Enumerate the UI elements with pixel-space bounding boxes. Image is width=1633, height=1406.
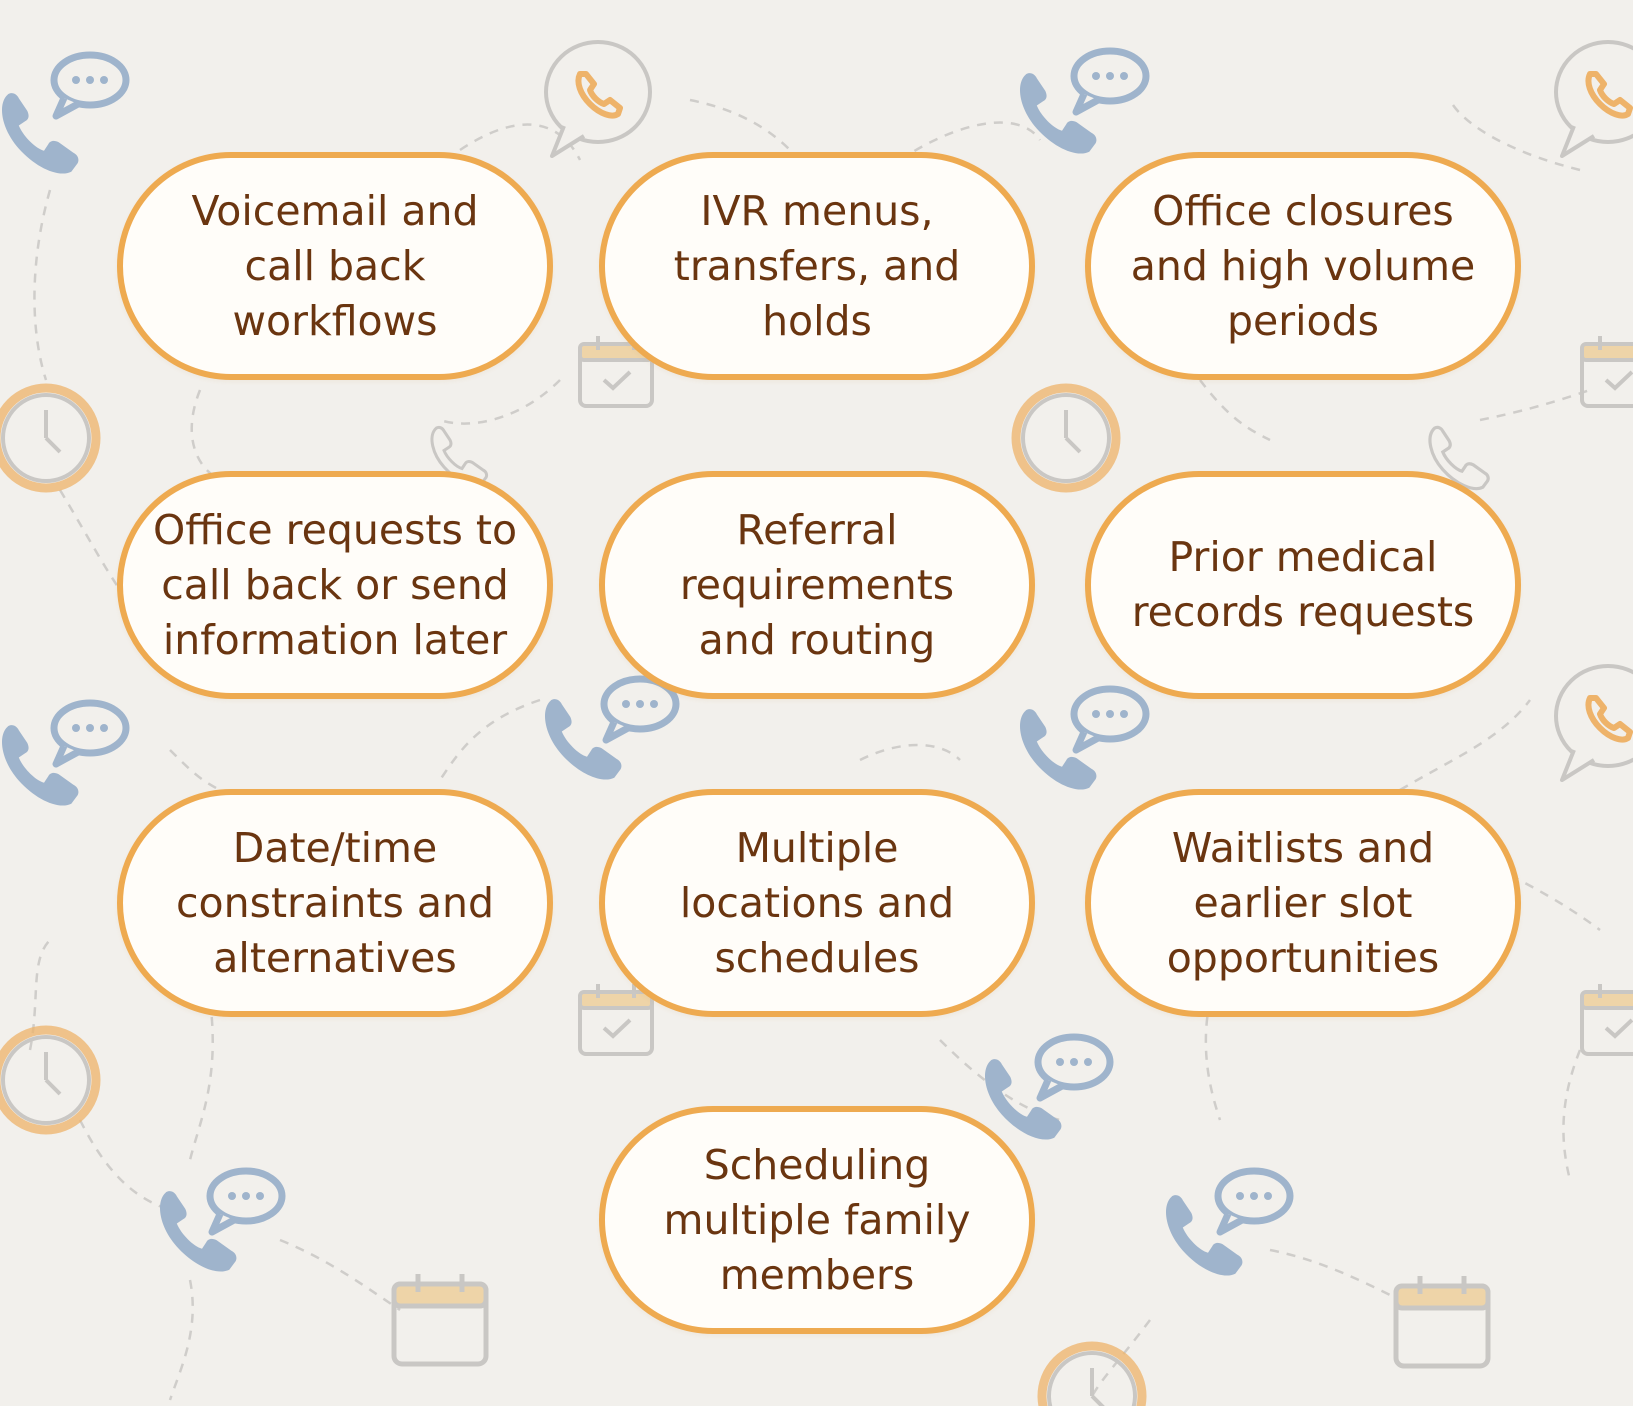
- clock-icon: [1016, 388, 1116, 488]
- phone-chat-icon: [985, 1037, 1110, 1140]
- topic-pill-ivr: IVR menus, transfers, and holds: [599, 152, 1035, 380]
- topic-pill-label: Multiple locations and schedules: [679, 823, 955, 982]
- phone-chat-icon: [1166, 1171, 1290, 1276]
- phone-chat-icon: [1020, 51, 1146, 154]
- topic-pill-prior-records: Prior medical records requests: [1085, 471, 1521, 699]
- topic-pill-referral: Referral requirements and routing: [599, 471, 1035, 699]
- phone-bubble-icon: [1556, 42, 1633, 156]
- phone-bubble-icon: [546, 42, 650, 156]
- phone-chat-icon: [160, 1171, 282, 1272]
- topic-pill-family-members: Scheduling multiple family members: [599, 1106, 1035, 1334]
- topic-pill-label: Office requests to call back or send inf…: [152, 505, 518, 664]
- topic-pill-voicemail: Voicemail and call back workflows: [117, 152, 553, 380]
- phone-chat-icon: [1020, 689, 1146, 790]
- topic-pill-label: Office closures and high volume periods: [1130, 186, 1476, 345]
- topic-pill-waitlists: Waitlists and earlier slot opportunities: [1085, 789, 1521, 1017]
- topic-pill-label: Scheduling multiple family members: [663, 1140, 971, 1299]
- topic-pill-label: Date/time constraints and alternatives: [175, 823, 494, 982]
- topic-pill-label: Referral requirements and routing: [679, 505, 955, 664]
- clock-icon: [0, 1030, 96, 1130]
- calendar-check-icon: [578, 982, 654, 1056]
- topic-pill-date-time: Date/time constraints and alternatives: [117, 789, 553, 1017]
- clock-icon: [1042, 1346, 1142, 1406]
- phone-chat-icon: [2, 703, 126, 806]
- phone-chat-icon: [2, 55, 126, 174]
- topic-pill-office-requests: Office requests to call back or send inf…: [117, 471, 553, 699]
- topic-pill-office-closures: Office closures and high volume periods: [1085, 152, 1521, 380]
- calendar-icon: [394, 1274, 486, 1364]
- clock-icon: [0, 388, 96, 488]
- calendar-check-icon: [1580, 334, 1633, 408]
- topic-pill-label: Waitlists and earlier slot opportunities: [1166, 823, 1440, 982]
- phone-bubble-icon: [1556, 666, 1633, 780]
- topic-pill-label: IVR menus, transfers, and holds: [673, 186, 961, 345]
- calendar-check-icon: [1580, 982, 1633, 1056]
- topic-pill-multiple-locations: Multiple locations and schedules: [599, 789, 1035, 1017]
- calendar-icon: [1396, 1276, 1488, 1366]
- topic-pill-label: Prior medical records requests: [1131, 533, 1475, 636]
- phone-chat-icon: [545, 679, 676, 780]
- topic-pill-label: Voicemail and call back workflows: [191, 186, 479, 345]
